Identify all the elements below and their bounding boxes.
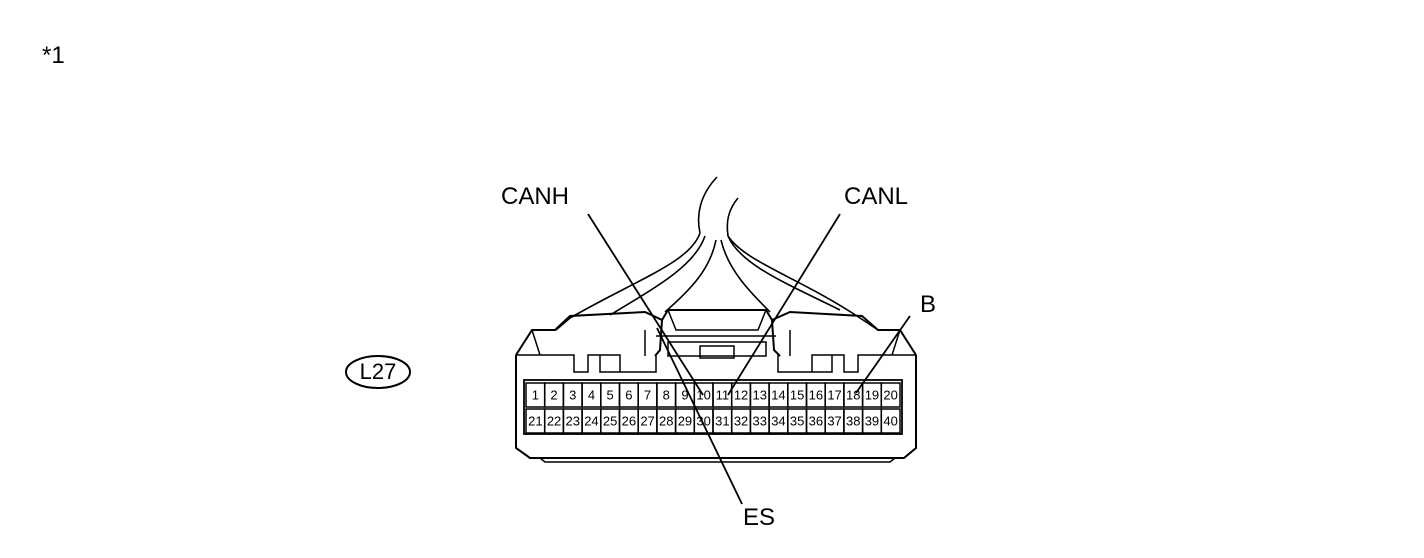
pin-number: 16 (809, 387, 823, 402)
pin-number: 25 (603, 413, 617, 428)
pin-number: 31 (715, 413, 729, 428)
pin-number: 35 (790, 413, 804, 428)
pin-number: 7 (644, 387, 651, 402)
pin-number: 8 (663, 387, 670, 402)
pin-number: 6 (625, 387, 632, 402)
pin-number: 19 (865, 387, 879, 402)
pin-number: 12 (734, 387, 748, 402)
b-label: B (920, 291, 937, 318)
leader-lines (587, 213, 911, 505)
pin-number: 28 (659, 413, 673, 428)
pin-number: 36 (809, 413, 823, 428)
pin-number: 33 (753, 413, 767, 428)
connector-id-label: L27 (360, 359, 397, 384)
pin-number: 34 (771, 413, 785, 428)
pin-number: 4 (588, 387, 595, 402)
pin-number: 39 (865, 413, 879, 428)
pin-number: 37 (827, 413, 841, 428)
pin-number: 9 (681, 387, 688, 402)
pin-number: 38 (846, 413, 860, 428)
pin-number: 13 (753, 387, 767, 402)
pin-cell (880, 408, 901, 434)
b-leader (855, 315, 911, 394)
canl-leader (727, 213, 841, 396)
connector-housing (515, 309, 917, 463)
pin-number: 15 (790, 387, 804, 402)
pin-number: 23 (566, 413, 580, 428)
pin-number: 11 (716, 387, 730, 402)
pin-number: 5 (607, 387, 614, 402)
pin-number: 2 (550, 387, 557, 402)
pin-number: 22 (547, 413, 561, 428)
canh-label: CANH (501, 183, 570, 210)
pin-number: 20 (883, 387, 897, 402)
canh-leader (587, 213, 704, 396)
canl-label: CANL (844, 183, 909, 210)
pin-number: 17 (827, 387, 841, 402)
pin-number: 1 (532, 387, 539, 402)
pin-number: 27 (640, 413, 654, 428)
pin-cell (880, 382, 901, 408)
pin-number: 32 (734, 413, 748, 428)
pin-number: 29 (678, 413, 692, 428)
pin-number: 24 (584, 413, 598, 428)
pin-number: 40 (883, 413, 897, 428)
pin-number: 21 (528, 413, 542, 428)
figure-label: *1 (42, 42, 65, 69)
es-leader (656, 327, 743, 505)
pin-number: 14 (771, 387, 785, 402)
connector-id-oval (345, 355, 411, 389)
pin-number: 26 (622, 413, 636, 428)
es-label: ES (743, 504, 776, 531)
wire-harness (555, 176, 879, 331)
pin-number: 3 (569, 387, 576, 402)
